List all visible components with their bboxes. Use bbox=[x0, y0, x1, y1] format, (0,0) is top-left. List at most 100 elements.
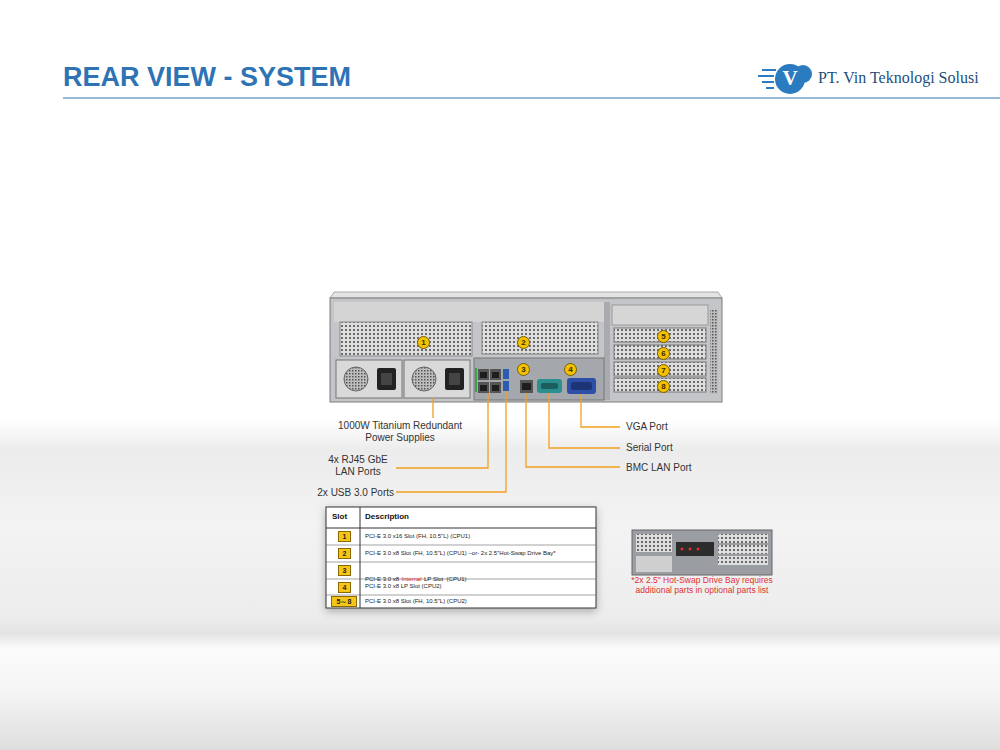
io-panel bbox=[571, 382, 592, 390]
slot-number: 3 bbox=[338, 565, 351, 576]
footnote: *2x 2.5" Hot-Swap Drive Bay requires add… bbox=[622, 576, 782, 596]
io-panel bbox=[480, 372, 487, 378]
io-panel bbox=[478, 369, 489, 380]
table-cell: PCI-E 3.0 x8 Slot (FH, 10.5"L) (CPU1) –o… bbox=[365, 550, 556, 557]
power-supply bbox=[445, 368, 464, 390]
server-chassis bbox=[330, 292, 722, 298]
part-label: VGA Port bbox=[626, 421, 668, 433]
server-thumbnail bbox=[697, 548, 700, 551]
io-panel bbox=[520, 380, 533, 393]
table-row: PCI-E 3.0 x8InternalLP Slot (CPU1) bbox=[365, 567, 469, 585]
expansion-slot-grille bbox=[710, 310, 718, 394]
io-panel bbox=[541, 383, 558, 389]
server-thumbnail bbox=[718, 545, 768, 554]
table-cell: LP Slot (CPU1) bbox=[424, 576, 467, 582]
callout-number: 6 bbox=[657, 347, 670, 360]
power-supply bbox=[381, 373, 392, 385]
power-supply bbox=[336, 360, 470, 398]
server-thumbnail bbox=[676, 542, 714, 556]
server-thumbnail bbox=[689, 548, 692, 551]
io-panel bbox=[490, 369, 501, 380]
server-thumbnail bbox=[681, 548, 684, 551]
slot-number: 4 bbox=[338, 582, 351, 593]
table-header: Description bbox=[365, 512, 409, 521]
io-panel bbox=[537, 379, 562, 393]
power-supply bbox=[377, 368, 396, 390]
title-rule bbox=[63, 97, 1000, 98]
leader-line bbox=[549, 393, 620, 448]
io-panel bbox=[522, 383, 531, 390]
callout-number: 1 bbox=[417, 336, 430, 349]
expansion-slot-grille bbox=[340, 322, 472, 356]
io-panel bbox=[474, 358, 604, 400]
slot-number: 2 bbox=[338, 548, 351, 559]
table-cell: Internal bbox=[402, 576, 422, 582]
slot-table-frame bbox=[326, 595, 596, 596]
expansion-slot-grille bbox=[482, 322, 598, 354]
server-thumbnail bbox=[718, 534, 768, 543]
company-logo bbox=[758, 70, 776, 88]
server-chassis bbox=[604, 302, 610, 400]
slot-table-frame bbox=[326, 507, 596, 608]
slot-table-frame bbox=[326, 528, 596, 529]
expansion-slot-grille bbox=[614, 362, 706, 376]
slot-table-frame bbox=[326, 562, 596, 563]
table-cell: PCI-E 3.0 x8 LP Slot (CPU2) bbox=[365, 583, 442, 590]
server-thumbnail bbox=[632, 530, 772, 575]
callout-number: 7 bbox=[657, 364, 670, 377]
expansion-slot-grille bbox=[614, 345, 706, 359]
io-panel bbox=[567, 378, 596, 394]
slot-table-frame bbox=[326, 545, 596, 546]
expansion-slot-grille bbox=[614, 328, 706, 342]
power-supply bbox=[336, 360, 402, 398]
io-panel bbox=[474, 358, 604, 400]
power-supply bbox=[344, 367, 368, 391]
table-cell: PCI-E 3.0 x8 bbox=[365, 576, 399, 582]
expansion-slot-grille bbox=[612, 305, 708, 325]
io-panel bbox=[503, 381, 509, 391]
slot-number: 1 bbox=[338, 531, 351, 542]
slot-number: 5～8 bbox=[331, 596, 357, 607]
callout-number: 3 bbox=[517, 363, 530, 376]
server-thumbnail bbox=[718, 556, 768, 565]
part-label: 2x USB 3.0 Ports bbox=[290, 487, 394, 499]
io-panel bbox=[503, 369, 509, 379]
callout-number: 8 bbox=[657, 380, 670, 393]
part-label: 4x RJ45 GbE LAN Ports bbox=[322, 454, 394, 477]
part-label: 1000W Titanium Redundant Power Supplies bbox=[330, 420, 470, 443]
leader-line bbox=[432, 398, 433, 418]
table-cell: PCI-E 3.0 x16 Slot (FH, 10.5"L) (CPU1) bbox=[365, 533, 470, 540]
slot-table-frame bbox=[360, 507, 361, 608]
io-panel bbox=[490, 382, 501, 393]
part-label: BMC LAN Port bbox=[626, 462, 692, 474]
server-chassis bbox=[334, 302, 604, 322]
io-panel bbox=[480, 385, 487, 391]
io-panel bbox=[492, 372, 499, 378]
power-supply bbox=[412, 367, 436, 391]
logo-letter: V bbox=[778, 66, 802, 90]
io-panel bbox=[478, 382, 489, 393]
power-supply bbox=[404, 360, 470, 398]
company-logo bbox=[758, 64, 812, 94]
server-thumbnail bbox=[636, 534, 672, 552]
leader-line bbox=[581, 394, 620, 427]
callout-number: 2 bbox=[517, 336, 530, 349]
table-header: Slot bbox=[332, 512, 347, 521]
slide-title: REAR VIEW - SYSTEM bbox=[63, 62, 351, 93]
leader-line bbox=[526, 393, 620, 467]
server-chassis bbox=[330, 292, 722, 402]
title-rule bbox=[63, 98, 1000, 99]
company-name: PT. Vin Teknologi Solusi bbox=[818, 69, 979, 87]
power-supply bbox=[449, 373, 460, 385]
table-cell: PCI-E 3.0 x8 Slot (FH, 10.5"L) (CPU2) bbox=[365, 598, 467, 605]
server-chassis bbox=[330, 298, 722, 402]
slot-table-frame bbox=[326, 507, 596, 608]
expansion-slot-grille bbox=[614, 378, 706, 392]
server-thumbnail bbox=[632, 530, 772, 575]
callout-number: 5 bbox=[657, 330, 670, 343]
server-thumbnail bbox=[636, 556, 672, 572]
io-panel bbox=[492, 385, 499, 391]
part-label: Serial Port bbox=[626, 442, 673, 454]
